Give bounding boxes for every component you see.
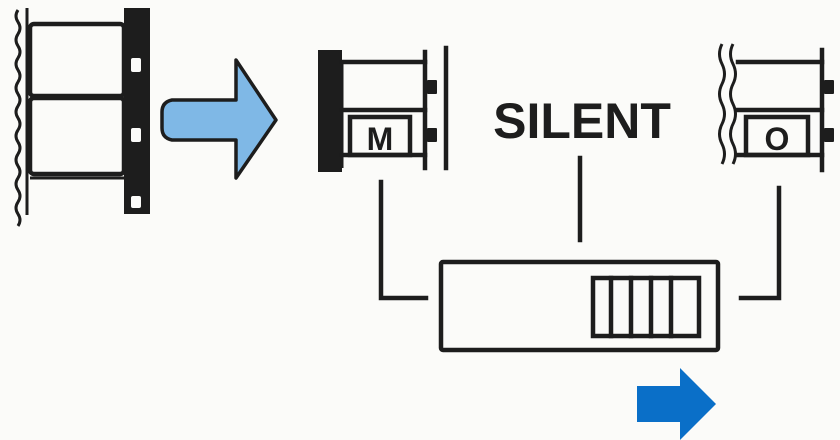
silent-mode-title: SILENT [493,93,671,149]
m-frame-letter: M [367,121,394,157]
o-frame-detector: O [718,43,834,173]
m-frame-detector: M [318,45,449,172]
source-film-strip [14,8,150,227]
input-arrow-icon [160,58,278,180]
switch-direction-arrow-icon [637,368,716,440]
slider-grip-icon[interactable] [590,275,702,339]
mode-slide-switch[interactable] [438,259,721,353]
o-frame-letter: O [765,121,790,157]
connector-lines [378,155,782,301]
